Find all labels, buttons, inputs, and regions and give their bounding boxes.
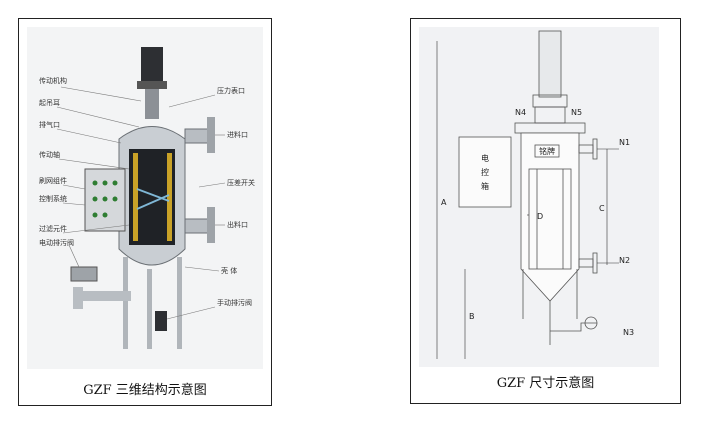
control-box-label: 箱 [481, 181, 489, 191]
callout-label: 手动排污阀 [217, 298, 252, 307]
callout-label: 压差开关 [227, 178, 255, 187]
dimension-label: B [469, 312, 475, 321]
right-callout-labels: 压力表口 进料口 压差开关 出料口 壳 体 手动排污阀 [217, 86, 255, 307]
manual-drain-valve [155, 311, 167, 331]
control-box [458, 136, 512, 208]
nozzle-label: N2 [619, 256, 630, 265]
callout-label: 电动排污阀 [39, 238, 74, 247]
electric-drain-valve [70, 266, 98, 282]
nozzle-label: N1 [619, 138, 630, 147]
callout-label: 起吊耳 [39, 99, 60, 107]
control-box-label: 电 [481, 153, 489, 163]
callout-label: 控制系统 [39, 194, 67, 203]
dimension-label: D [537, 212, 543, 221]
structure-figure-caption: GZF 三维结构示意图 [83, 383, 207, 398]
inlet-flange [207, 117, 215, 153]
nozzle-label: N5 [571, 108, 582, 117]
dimension-label: C [599, 204, 605, 213]
callout-label: 过滤元件 [39, 224, 67, 233]
dimension-drawing: A B C D N4 N5 N1 N2 N3 铭牌 电 控 箱 [419, 27, 659, 367]
nozzle-label: N3 [623, 328, 634, 337]
structure-3d-drawing: 传动机构 起吊耳 排气口 传动轴 刷网组件 控制系统 过滤元件 电动排污阀 压力… [27, 27, 263, 369]
callout-label: 壳 体 [221, 266, 237, 275]
outlet-flange [207, 207, 215, 243]
nozzle-label: N4 [515, 108, 526, 117]
callout-label: 传动机构 [39, 76, 67, 85]
structure-figure-panel: 传动机构 起吊耳 排气口 传动轴 刷网组件 控制系统 过滤元件 电动排污阀 压力… [18, 18, 272, 406]
callout-label: 出料口 [227, 220, 248, 229]
callout-label: 刷网组件 [39, 176, 67, 185]
motor-drive [141, 47, 163, 85]
callout-label: 传动轴 [39, 150, 60, 159]
control-box-label: 控 [481, 167, 489, 177]
callout-label: 压力表口 [217, 86, 245, 95]
dimension-figure-panel: A B C D N4 N5 N1 N2 N3 铭牌 电 控 箱 GZF 尺寸示意… [410, 18, 681, 404]
callout-label: 排气口 [39, 120, 60, 129]
callout-label: 进料口 [227, 130, 248, 139]
nameplate-label: 铭牌 [539, 146, 555, 156]
left-callout-labels: 传动机构 起吊耳 排气口 传动轴 刷网组件 控制系统 过滤元件 电动排污阀 [39, 76, 74, 247]
dimension-figure-caption: GZF 尺寸示意图 [496, 376, 595, 391]
dimension-label: A [441, 198, 447, 207]
